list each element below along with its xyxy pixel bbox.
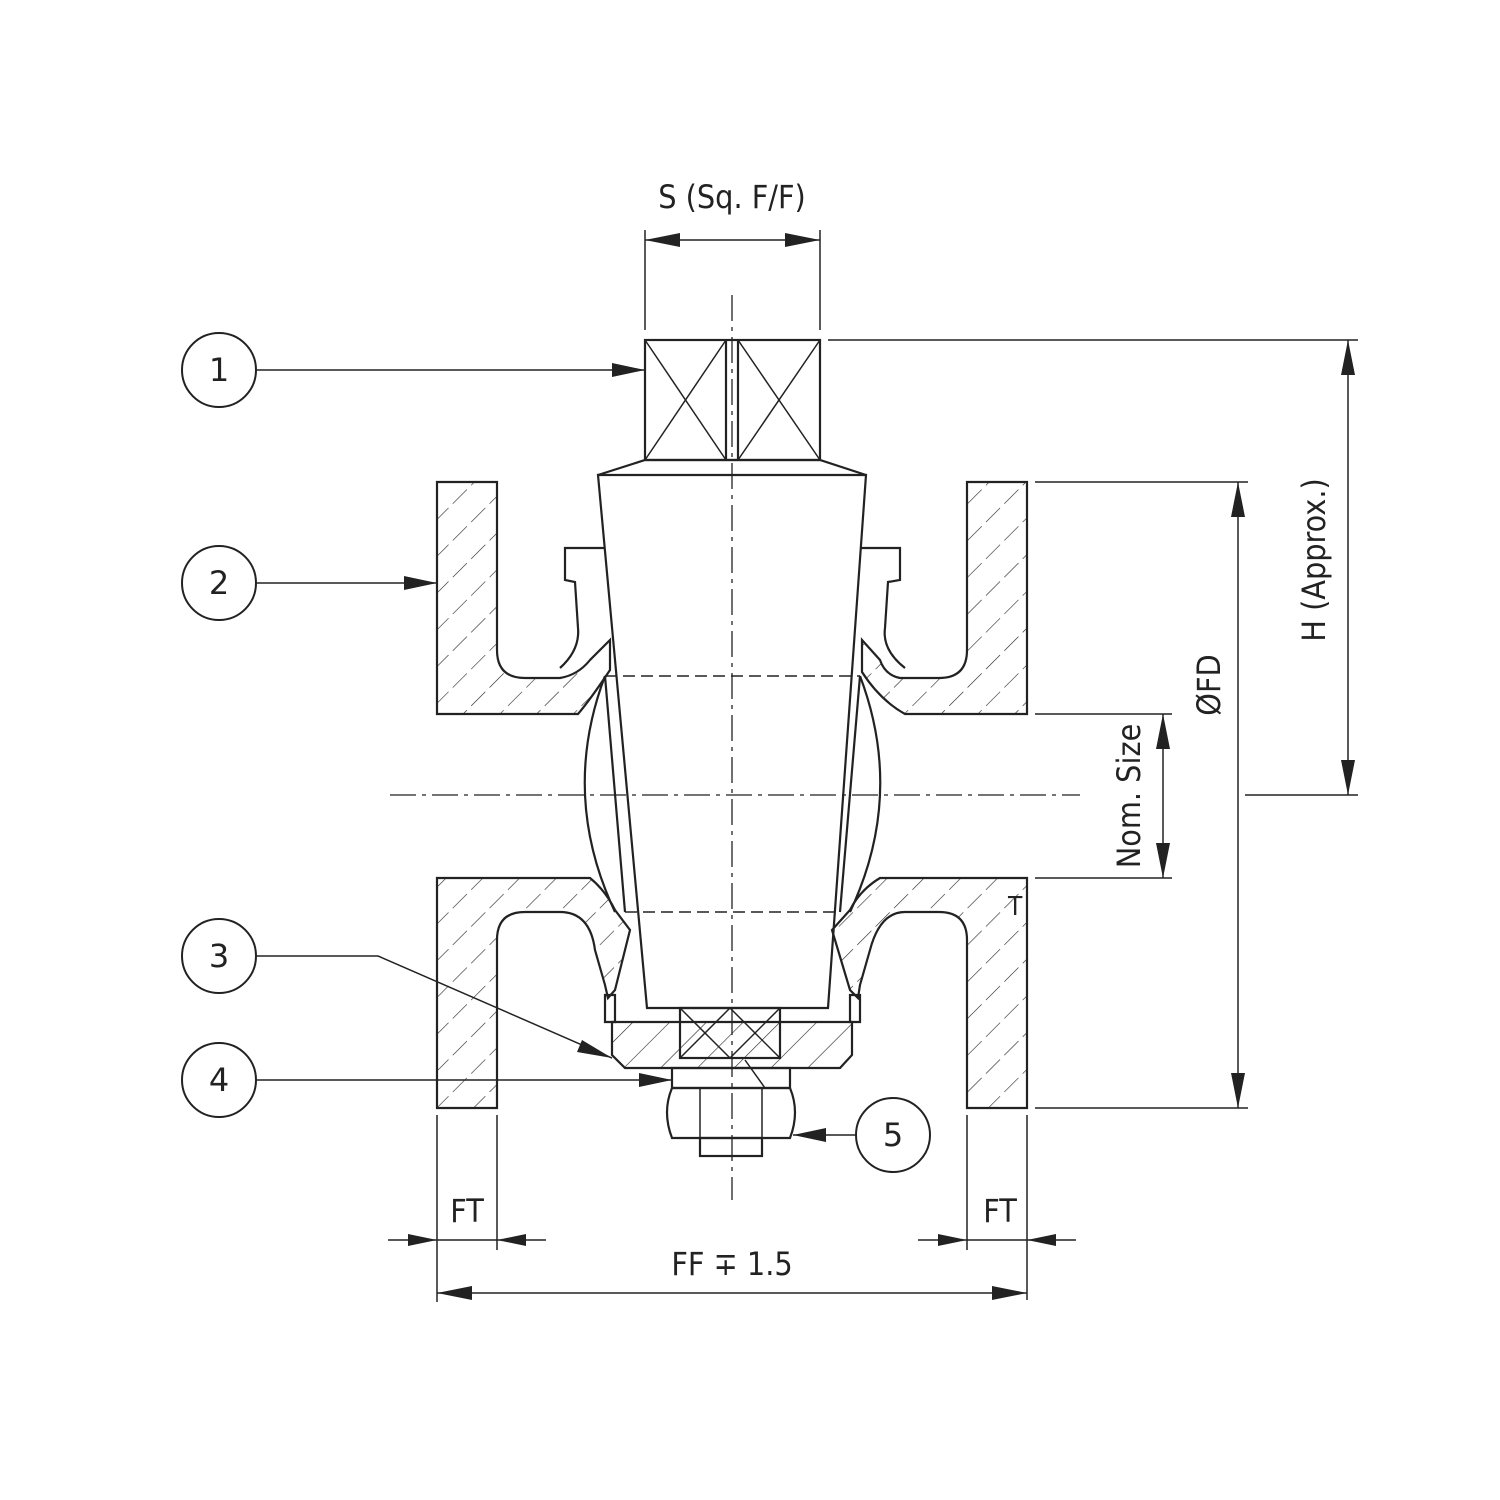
hex-nut [665, 1086, 797, 1140]
dim-ns-arrow-bottom [1156, 843, 1170, 878]
dim-h-arrow-top [1341, 340, 1355, 375]
bottom-block-x4 [729, 1007, 781, 1059]
dim-ft-left-arrow-2 [497, 1234, 526, 1246]
leader-4-arrow [639, 1073, 672, 1087]
balloon-1-number: 1 [209, 351, 229, 389]
bottom-block-x2 [679, 1007, 731, 1059]
balloon-4 [181, 1042, 257, 1118]
dim-ft-right-arrow-2 [1027, 1234, 1056, 1246]
balloon-5 [855, 1097, 931, 1173]
dim-ns-label: Nom. Size [1110, 724, 1148, 869]
dim-fd-label: ØFD [1190, 654, 1228, 715]
balloon-1 [181, 332, 257, 408]
cavity-left-arc [583, 675, 616, 913]
dim-fd-arrow-top [1231, 482, 1245, 517]
dim-s-arrow-left [645, 233, 680, 247]
leader-3 [256, 955, 613, 1059]
washer [670, 1066, 792, 1090]
body-left-lower-wall [435, 876, 632, 1110]
dim-ft-left-arrow-1 [408, 1234, 437, 1246]
dim-ft-right-arrow-1 [938, 1234, 967, 1246]
bottom-flange-right [848, 993, 862, 1024]
leader-3-arrow [577, 1040, 612, 1058]
dim-ff-arrow-left [437, 1286, 472, 1300]
dim-s-label: S (Sq. F/F) [658, 178, 806, 216]
dim-s-arrow-right [785, 233, 820, 247]
dim-ff-label: FF ∓ 1.5 [671, 1245, 792, 1283]
dim-h-label: H (Approx.) [1295, 478, 1333, 641]
balloon-4-number: 4 [209, 1061, 229, 1099]
balloon-3-number: 3 [209, 937, 229, 975]
plug-body [596, 473, 868, 1010]
balloon-5-number: 5 [883, 1116, 903, 1154]
balloon-2 [181, 545, 257, 621]
dim-ft-left-label: FT [450, 1192, 484, 1230]
body-right-lower-wall [830, 876, 1029, 1110]
balloon-2-number: 2 [209, 564, 229, 602]
leader-1-arrow [612, 363, 645, 377]
balloon-3 [181, 918, 257, 994]
body-right-upper-wall [860, 480, 1029, 716]
plug-left-inner [603, 675, 627, 913]
stud-end [698, 1136, 764, 1158]
dim-ff-arrow-right [992, 1286, 1027, 1300]
body-neck-right [860, 546, 906, 669]
stud-hidden [744, 1059, 766, 1089]
dim-h-arrow-bottom [1341, 760, 1355, 795]
leader-5-arrow [793, 1128, 826, 1142]
leader-2-arrow [404, 576, 437, 590]
dim-ns-arrow-top [1156, 714, 1170, 749]
bottom-flange-left [603, 993, 617, 1024]
dim-fd-arrow-bottom [1231, 1073, 1245, 1108]
plug-right-inner [838, 675, 862, 913]
dim-ft-right-label: FT [983, 1192, 1017, 1230]
bottom-cover-plate [610, 1020, 854, 1070]
body-neck-left [559, 546, 605, 669]
wall-thickness-marker: T [1007, 892, 1023, 922]
stem-head-x2 [644, 339, 727, 461]
cavity-right-arc [849, 675, 882, 913]
stem-head-x4 [737, 339, 821, 461]
stem-square-head [643, 338, 822, 462]
body-left-upper-wall [435, 480, 612, 716]
